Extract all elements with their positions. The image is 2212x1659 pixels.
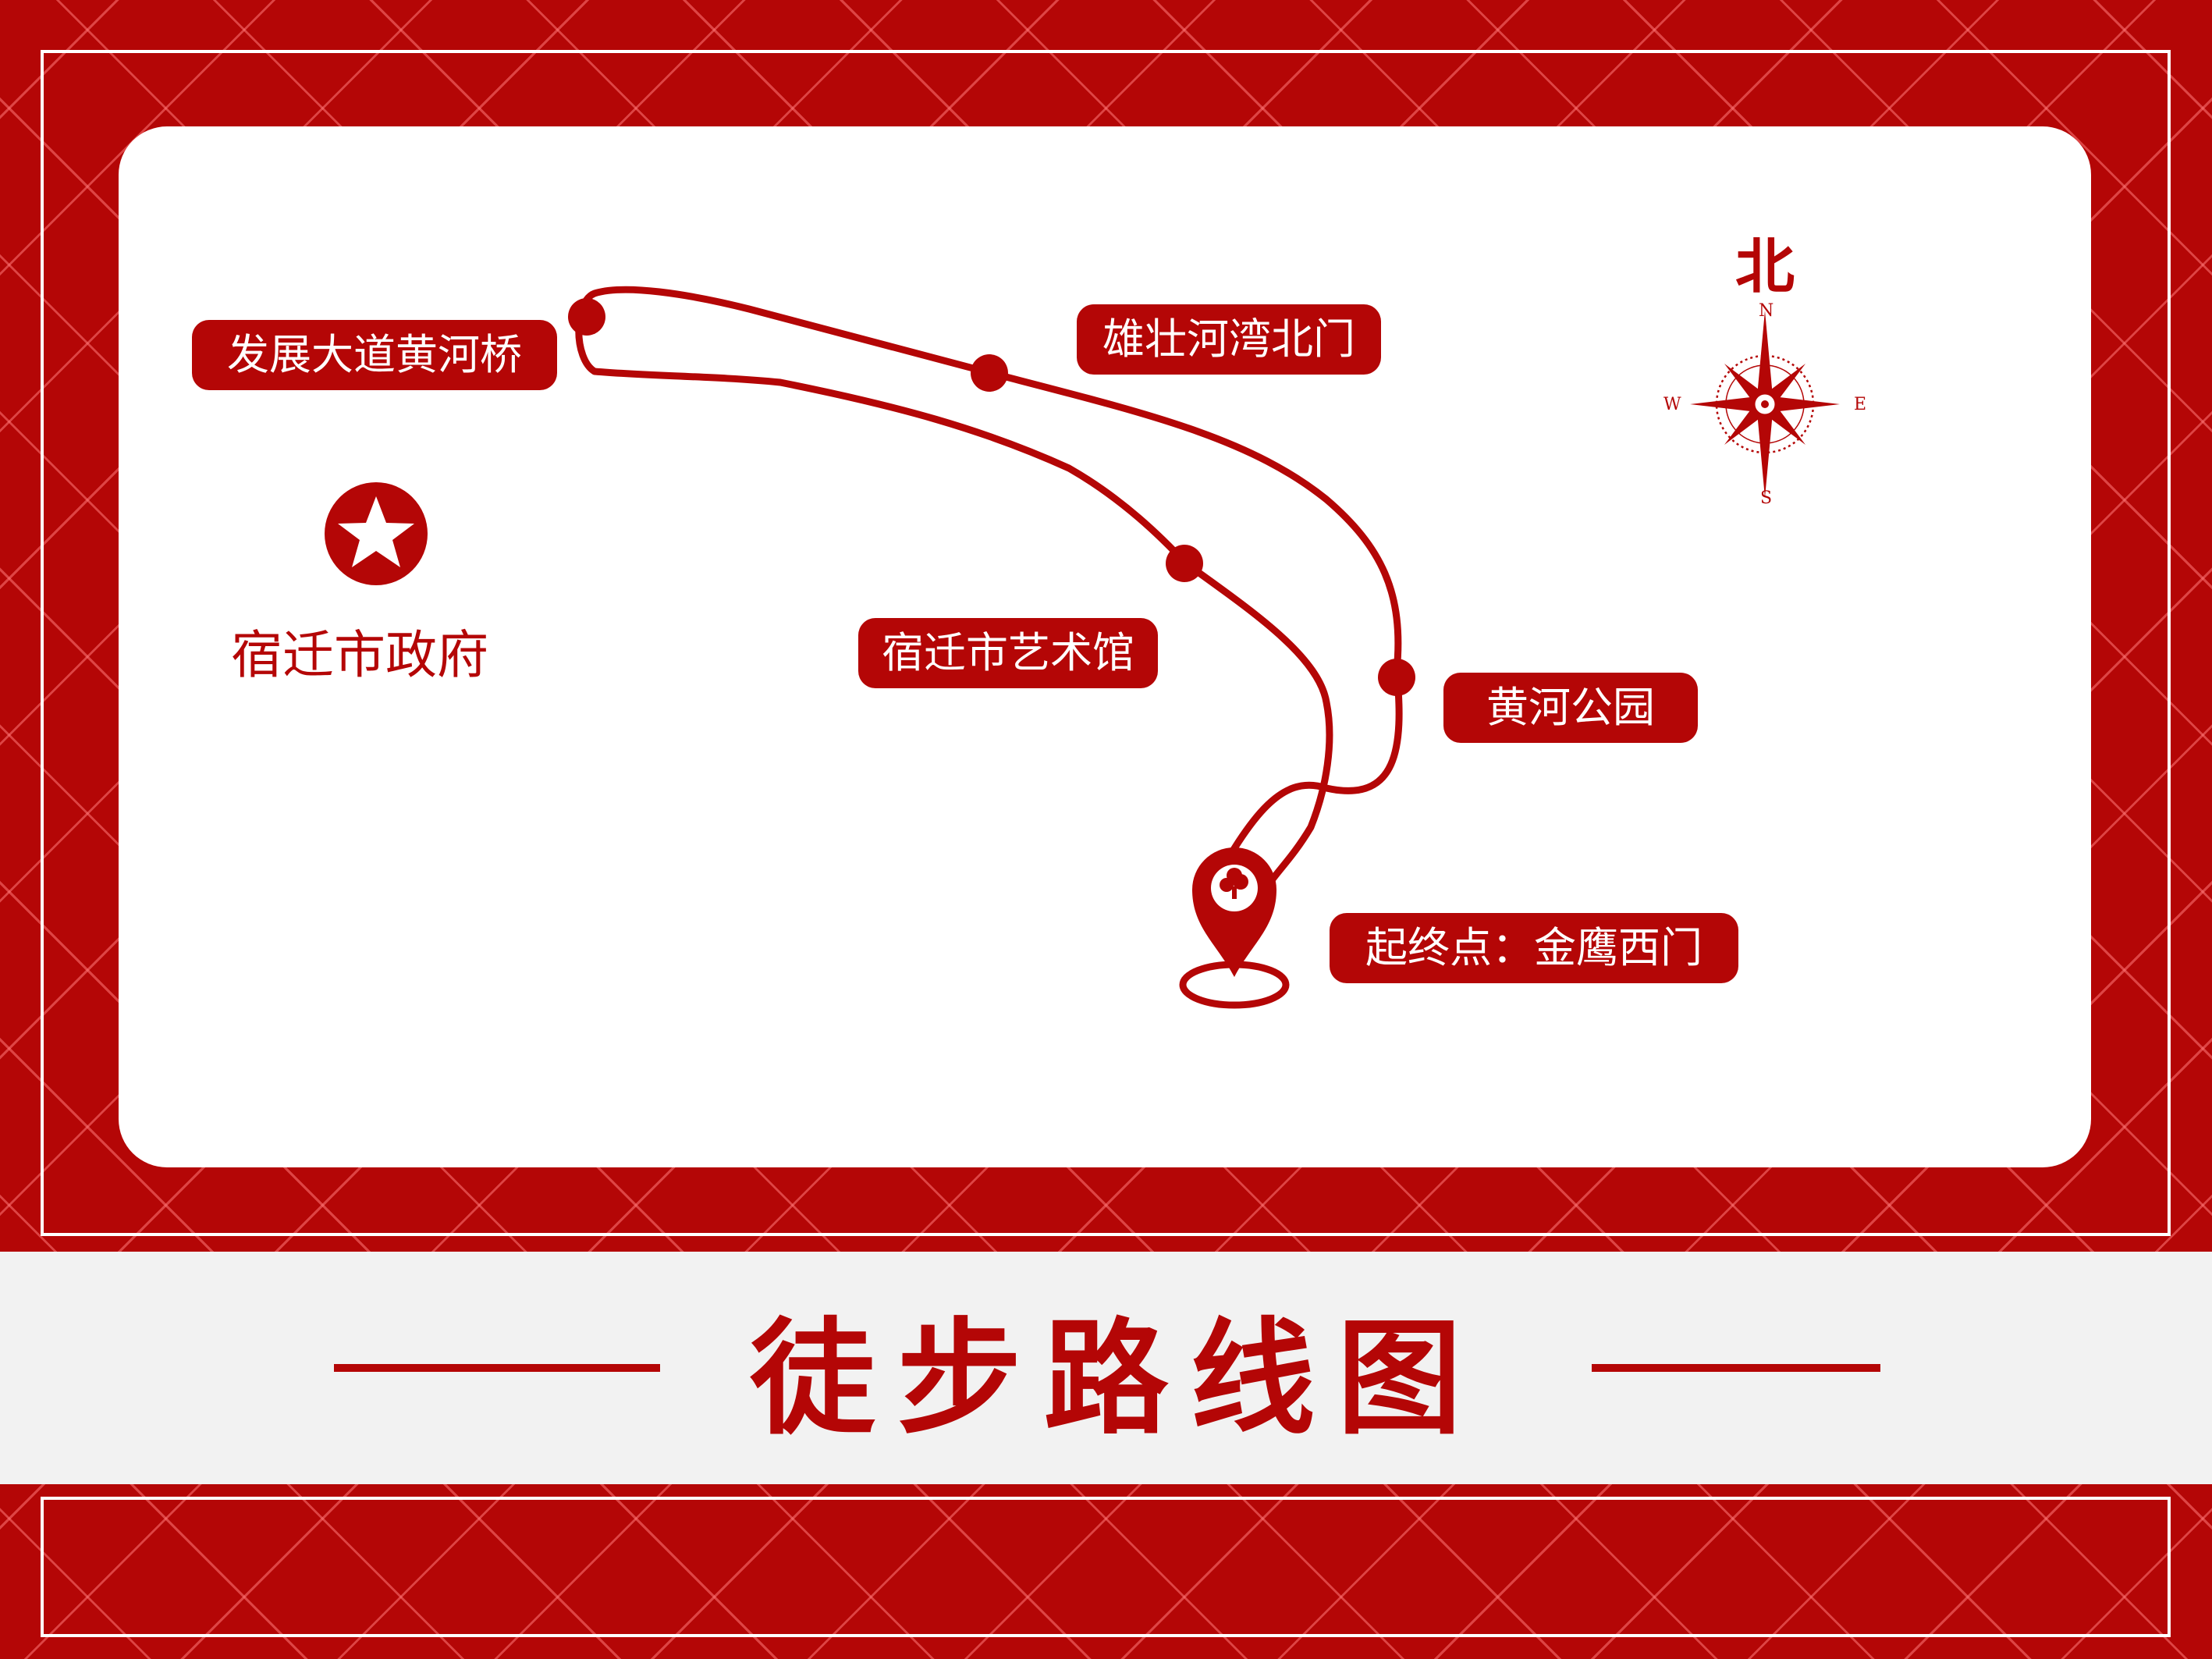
landmark-label: 宿迁市政府 — [231, 625, 488, 685]
title-rule-right — [1592, 1364, 1880, 1372]
location-pin-icon — [1179, 847, 1290, 1009]
compass-e-label: E — [1854, 395, 1867, 414]
waypoint-art-museum-dot — [1166, 545, 1203, 582]
stop-label-art-museum: 宿迁市艺术馆 — [858, 618, 1158, 688]
compass-rose-icon — [1690, 311, 1840, 498]
waypoint-north-gate-dot — [971, 354, 1008, 392]
stop-label-yellow-river-park: 黄河公园 — [1443, 673, 1698, 743]
waypoint-bridge-dot — [568, 298, 605, 336]
stop-label-north-gate: 雄壮河湾北门 — [1077, 304, 1381, 375]
compass-s-label: S — [1760, 488, 1773, 508]
north-label: 北 — [1735, 232, 1795, 301]
stop-label-bridge: 发展大道黄河桥 — [192, 320, 557, 390]
star-icon — [325, 482, 428, 585]
waypoint-park-dot — [1378, 659, 1415, 696]
frame-border-bottom — [41, 1497, 2171, 1637]
title-rule-left — [334, 1364, 660, 1372]
compass-w-label: W — [1663, 395, 1681, 414]
stop-label-start-end: 起终点：金鹰西门 — [1330, 913, 1738, 983]
tree-icon — [1220, 868, 1248, 899]
compass-n-label: N — [1759, 301, 1774, 321]
page-title: 徒步路线图 — [750, 1306, 1484, 1451]
frame-border-top — [41, 50, 2171, 1236]
